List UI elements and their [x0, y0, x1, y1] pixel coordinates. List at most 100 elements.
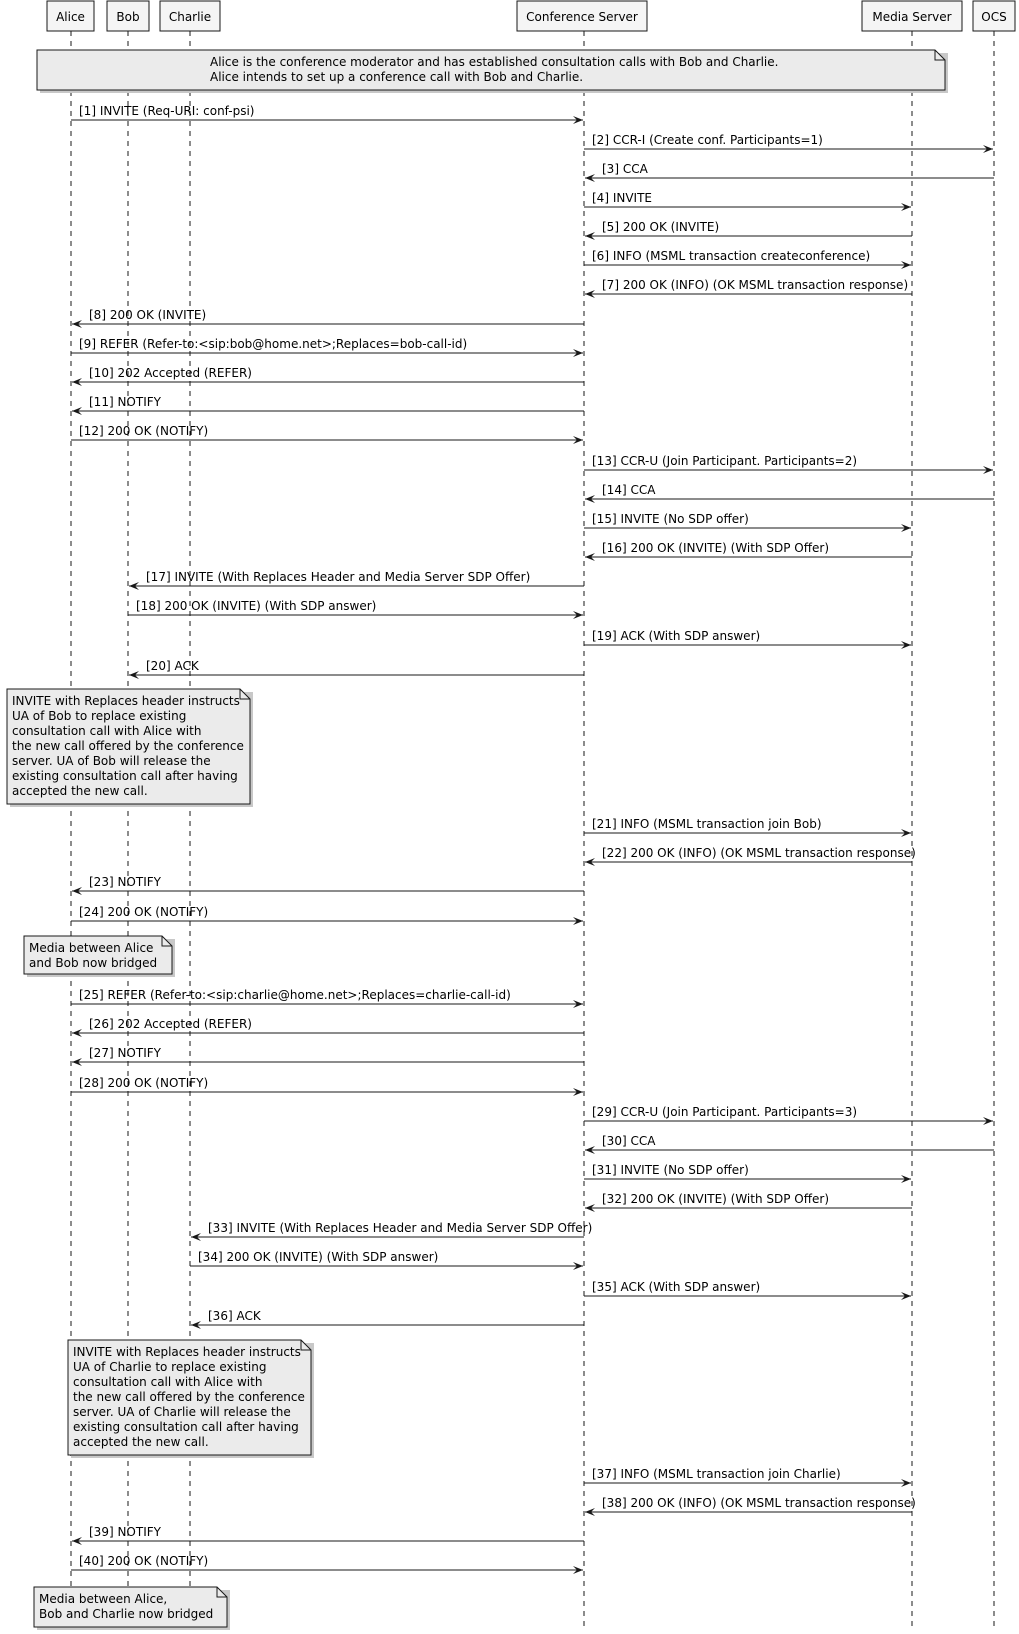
message-label: [40] 200 OK (NOTIFY)	[79, 1554, 208, 1568]
message-label: [22] 200 OK (INFO) (OK MSML transaction …	[602, 846, 916, 860]
participant-box	[159, 0, 221, 32]
arrow-head	[585, 174, 595, 182]
message-label: [34] 200 OK (INVITE) (With SDP answer)	[198, 1250, 438, 1264]
arrow-head	[983, 145, 993, 153]
arrow-head	[901, 261, 911, 269]
arrow-head	[72, 407, 82, 415]
message-27: [27] NOTIFY	[72, 1046, 584, 1066]
message-label: [5] 200 OK (INVITE)	[602, 220, 719, 234]
message-label: [8] 200 OK (INVITE)	[89, 308, 206, 322]
participant-conf: Conference Server	[516, 0, 648, 32]
message-label: [4] INVITE	[592, 191, 652, 205]
message-label: [32] 200 OK (INVITE) (With SDP Offer)	[602, 1192, 829, 1206]
message-16: [16] 200 OK (INVITE) (With SDP Offer)	[585, 541, 912, 561]
message-5: [5] 200 OK (INVITE)	[585, 220, 912, 240]
message-18: [18] 200 OK (INVITE) (With SDP answer)	[128, 599, 583, 619]
participant-box	[516, 0, 648, 32]
note-line: UA of Bob to replace existing	[12, 709, 186, 723]
note-line: Alice intends to set up a conference cal…	[210, 70, 583, 84]
message-7: [7] 200 OK (INFO) (OK MSML transaction r…	[585, 278, 912, 298]
arrow-head	[573, 116, 583, 124]
participant-alice: Alice	[46, 0, 95, 32]
message-label: [30] CCA	[602, 1134, 656, 1148]
note-line: the new call offered by the conference	[12, 739, 244, 753]
arrow-head	[72, 1029, 82, 1037]
note-line: INVITE with Replaces header instructs	[73, 1345, 301, 1359]
message-label: [26] 202 Accepted (REFER)	[89, 1017, 252, 1031]
message-35: [35] ACK (With SDP answer)	[584, 1280, 911, 1300]
message-label: [14] CCA	[602, 483, 656, 497]
arrow-head	[573, 917, 583, 925]
message-40: [40] 200 OK (NOTIFY)	[71, 1554, 583, 1574]
message-9: [9] REFER (Refer-to:<sip:bob@home.net>;R…	[71, 337, 583, 357]
message-33: [33] INVITE (With Replaces Header and Me…	[191, 1221, 592, 1241]
arrow-head	[983, 466, 993, 474]
message-34: [34] 200 OK (INVITE) (With SDP answer)	[190, 1250, 583, 1270]
note-intro: Alice is the conference moderator and ha…	[36, 49, 948, 93]
message-20: [20] ACK	[129, 659, 584, 679]
message-13: [13] CCR-U (Join Participant. Participan…	[584, 454, 993, 474]
note-line: existing consultation call after having	[12, 769, 238, 783]
message-2: [2] CCR-I (Create conf. Participants=1)	[584, 133, 993, 153]
message-label: [25] REFER (Refer-to:<sip:charlie@home.n…	[79, 988, 511, 1002]
message-label: [12] 200 OK (NOTIFY)	[79, 424, 208, 438]
note-line: UA of Charlie to replace existing	[73, 1360, 266, 1374]
arrow-head	[901, 641, 911, 649]
note-line: the new call offered by the conference	[73, 1390, 305, 1404]
arrow-head	[573, 436, 583, 444]
participant-box	[106, 0, 150, 32]
note-line: Bob and Charlie now bridged	[39, 1607, 213, 1621]
note-line: consultation call with Alice with	[73, 1375, 262, 1389]
message-label: [10] 202 Accepted (REFER)	[89, 366, 252, 380]
message-label: [1] INVITE (Req-URI: conf-psi)	[79, 104, 254, 118]
arrow-head	[585, 1146, 595, 1154]
arrow-head	[191, 1233, 201, 1241]
arrow-head	[129, 582, 139, 590]
message-label: [29] CCR-U (Join Participant. Participan…	[592, 1105, 857, 1119]
arrow-head	[585, 858, 595, 866]
arrow-head	[573, 1088, 583, 1096]
note-corner-fold	[300, 1340, 311, 1351]
message-31: [31] INVITE (No SDP offer)	[584, 1163, 911, 1183]
note-line: consultation call with Alice with	[12, 724, 201, 738]
message-11: [11] NOTIFY	[72, 395, 584, 415]
participant-bob: Bob	[106, 0, 150, 32]
message-label: [21] INFO (MSML transaction join Bob)	[592, 817, 822, 831]
arrow-head	[901, 829, 911, 837]
message-label: [33] INVITE (With Replaces Header and Me…	[208, 1221, 592, 1235]
note-all-bridged: Media between Alice,Bob and Charlie now …	[33, 1586, 230, 1630]
arrow-head	[901, 1479, 911, 1487]
note-line: accepted the new call.	[73, 1435, 209, 1449]
message-label: [6] INFO (MSML transaction createconfere…	[592, 249, 870, 263]
note-line: accepted the new call.	[12, 784, 148, 798]
arrow-head	[573, 349, 583, 357]
participant-label: Charlie	[169, 10, 211, 24]
arrow-head	[191, 1321, 201, 1329]
note-line: and Bob now bridged	[29, 956, 157, 970]
participant-label: Bob	[116, 10, 139, 24]
message-label: [24] 200 OK (NOTIFY)	[79, 905, 208, 919]
arrow-head	[573, 1000, 583, 1008]
message-label: [17] INVITE (With Replaces Header and Me…	[146, 570, 530, 584]
message-29: [29] CCR-U (Join Participant. Participan…	[584, 1105, 993, 1125]
arrow-head	[585, 495, 595, 503]
arrow-head	[72, 1058, 82, 1066]
message-17: [17] INVITE (With Replaces Header and Me…	[129, 570, 584, 590]
note-bob-replaces: INVITE with Replaces header instructsUA …	[6, 688, 253, 807]
participant-label: OCS	[981, 10, 1006, 24]
message-22: [22] 200 OK (INFO) (OK MSML transaction …	[585, 846, 916, 866]
message-25: [25] REFER (Refer-to:<sip:charlie@home.n…	[71, 988, 583, 1008]
message-label: [18] 200 OK (INVITE) (With SDP answer)	[136, 599, 376, 613]
message-label: [16] 200 OK (INVITE) (With SDP Offer)	[602, 541, 829, 555]
message-24: [24] 200 OK (NOTIFY)	[71, 905, 583, 925]
note-line: Alice is the conference moderator and ha…	[210, 55, 778, 69]
note-body	[6, 688, 251, 805]
message-label: [36] ACK	[208, 1309, 262, 1323]
message-23: [23] NOTIFY	[72, 875, 584, 895]
message-label: [37] INFO (MSML transaction join Charlie…	[592, 1467, 841, 1481]
message-15: [15] INVITE (No SDP offer)	[584, 512, 911, 532]
note-corner-fold	[216, 1587, 227, 1598]
arrow-head	[585, 232, 595, 240]
message-label: [11] NOTIFY	[89, 395, 162, 409]
